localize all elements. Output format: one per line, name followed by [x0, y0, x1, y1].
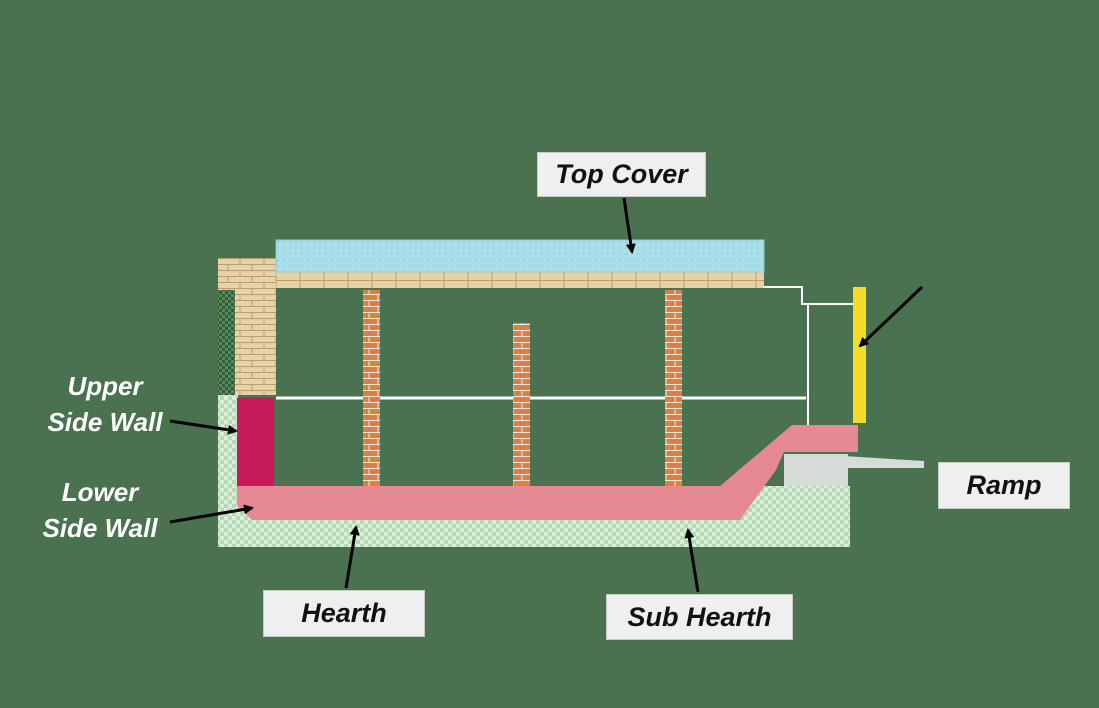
- upper-side-wall-label: Upper Side Wall: [20, 368, 190, 440]
- pillar-3: [665, 290, 682, 486]
- hearth-label: Hearth: [263, 590, 425, 637]
- top-cover-label: Top Cover: [537, 152, 706, 197]
- arrow-hearth: [344, 525, 360, 589]
- lower-side-wall-label-line-1: Lower: [61, 477, 139, 507]
- arrow-sub-hearth: [684, 528, 700, 593]
- upper-brick-wall: [235, 258, 276, 395]
- sub-hearth-label: Sub Hearth: [606, 594, 793, 640]
- ramp-slope: [812, 454, 924, 468]
- lower-side-wall-label: Lower Side Wall: [15, 474, 185, 546]
- roof-beam: [276, 272, 764, 288]
- lower-side-wall-label-line-2: Side Wall: [42, 513, 158, 543]
- brick-cap-left: [218, 258, 236, 290]
- upper-side-wall-label-line-2: Side Wall: [47, 407, 163, 437]
- left-mesh-strip: [218, 290, 235, 395]
- roof-extension: [764, 286, 809, 425]
- arrow-top-cover: [622, 197, 636, 254]
- ramp-label: Ramp: [938, 462, 1070, 509]
- sub-hearth-left-column: [218, 395, 238, 547]
- upper-side-wall-label-line-1: Upper: [67, 371, 143, 401]
- upper-side-wall: [237, 398, 274, 486]
- top-cover-slab: [275, 239, 765, 273]
- pillar-1: [363, 290, 380, 486]
- pillar-2: [513, 323, 530, 486]
- brick-cap-top: [236, 258, 286, 272]
- arrow-door: [858, 285, 924, 348]
- arrow-upper-side-wall: [169, 419, 238, 435]
- hearth: [237, 425, 858, 520]
- arrow-lower-side-wall: [169, 504, 254, 524]
- door: [853, 287, 866, 423]
